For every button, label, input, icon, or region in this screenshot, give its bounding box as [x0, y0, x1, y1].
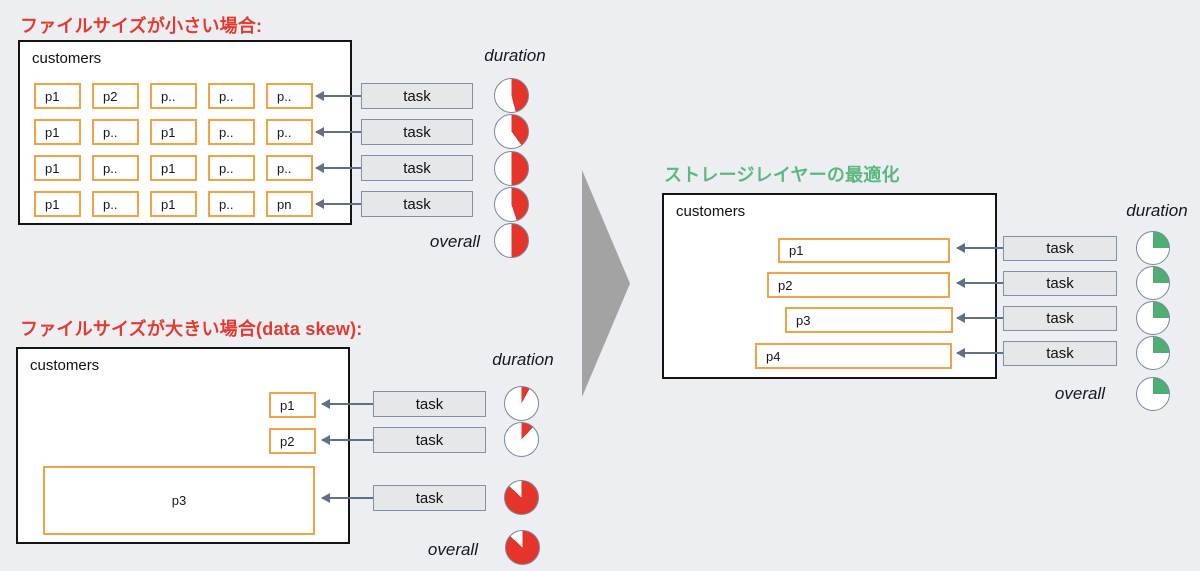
duration-pie [1136, 336, 1170, 370]
duration-pie [504, 422, 539, 457]
task-box: task [1003, 236, 1117, 261]
duration-pie [494, 114, 529, 149]
overall-label: overall [429, 232, 480, 251]
duration-pie [504, 386, 539, 421]
arrow-connector [315, 127, 361, 136]
customers-table-small-files: customers p1 p2 p.. p.. p.. p1 p.. p1 p.… [18, 40, 352, 225]
task-box: task [361, 119, 473, 145]
arrow-connector [956, 313, 1003, 322]
customers-table-data-skew: customers p1 p2 p3 [16, 347, 350, 544]
partition-cell: pn [266, 191, 313, 217]
arrow-connector [321, 399, 373, 408]
partition-cell: p.. [266, 155, 313, 181]
partition-cell: p1 [778, 238, 950, 263]
task-box: task [1003, 341, 1117, 366]
table-name: customers [32, 50, 102, 67]
partition-cell: p1 [269, 392, 316, 418]
partition-cell: p.. [92, 155, 139, 181]
task-box: task [1003, 306, 1117, 331]
heading-optimized: ストレージレイヤーの最適化 [664, 165, 900, 185]
arrow-connector [315, 199, 361, 208]
table-name: customers [30, 357, 100, 374]
table-name: customers [676, 203, 746, 220]
arrow-connector [956, 243, 1003, 252]
partition-cell: p1 [150, 191, 197, 217]
partition-cell: p.. [208, 155, 255, 181]
arrow-connector [315, 163, 361, 172]
partition-cell: p.. [150, 83, 197, 109]
partition-cell: p2 [92, 83, 139, 109]
duration-label: duration [492, 350, 554, 369]
task-box: task [361, 191, 473, 217]
overall-pie [494, 223, 529, 258]
task-box: task [373, 485, 486, 511]
task-box: task [373, 391, 486, 417]
arrow-connector [321, 493, 373, 502]
partition-cell: p.. [92, 119, 139, 145]
duration-pie [494, 187, 529, 222]
partition-cell: p.. [208, 83, 255, 109]
overall-pie [1136, 377, 1170, 411]
duration-label: duration [484, 46, 546, 65]
task-box: task [373, 427, 486, 453]
duration-pie [1136, 266, 1170, 300]
heading-data-skew: ファイルサイズが大きい場合(data skew): [20, 319, 363, 339]
partition-cell: p.. [92, 191, 139, 217]
partition-cell: p.. [208, 119, 255, 145]
partition-cell: p2 [269, 428, 316, 454]
overall-pie [505, 530, 540, 565]
partition-cell: p.. [208, 191, 255, 217]
partition-cell: p4 [755, 343, 952, 369]
task-box: task [1003, 271, 1117, 296]
partition-grid: p1 p2 p.. p.. p.. p1 p.. p1 p.. p.. p1 p… [34, 83, 313, 217]
partition-cell: p1 [34, 83, 81, 109]
arrow-connector [956, 348, 1003, 357]
arrow-connector [956, 278, 1003, 287]
overall-label: overall [1054, 384, 1105, 403]
partition-cell: p1 [34, 119, 81, 145]
partition-cell: p1 [150, 155, 197, 181]
duration-pie [504, 480, 539, 515]
overall-label: overall [427, 540, 478, 559]
task-box: task [361, 155, 473, 181]
duration-pie [494, 78, 529, 113]
partition-cell: p.. [266, 119, 313, 145]
customers-table-optimized: customers p1 p2 p3 p4 [662, 193, 997, 379]
partition-cell: p3 [785, 307, 953, 333]
heading-small-files: ファイルサイズが小さい場合: [20, 16, 263, 36]
duration-pie [1136, 231, 1170, 265]
arrow-connector [321, 435, 373, 444]
partition-cell: p3 [43, 466, 315, 535]
duration-pie [494, 151, 529, 186]
transform-arrow [582, 170, 630, 397]
task-box: task [361, 83, 473, 109]
partition-cell: p1 [34, 191, 81, 217]
duration-label: duration [1126, 201, 1188, 220]
partition-cell: p1 [150, 119, 197, 145]
partition-cell: p2 [767, 272, 950, 298]
partition-cell: p.. [266, 83, 313, 109]
partition-cell: p1 [34, 155, 81, 181]
arrow-connector [315, 91, 361, 100]
duration-pie [1136, 301, 1170, 335]
